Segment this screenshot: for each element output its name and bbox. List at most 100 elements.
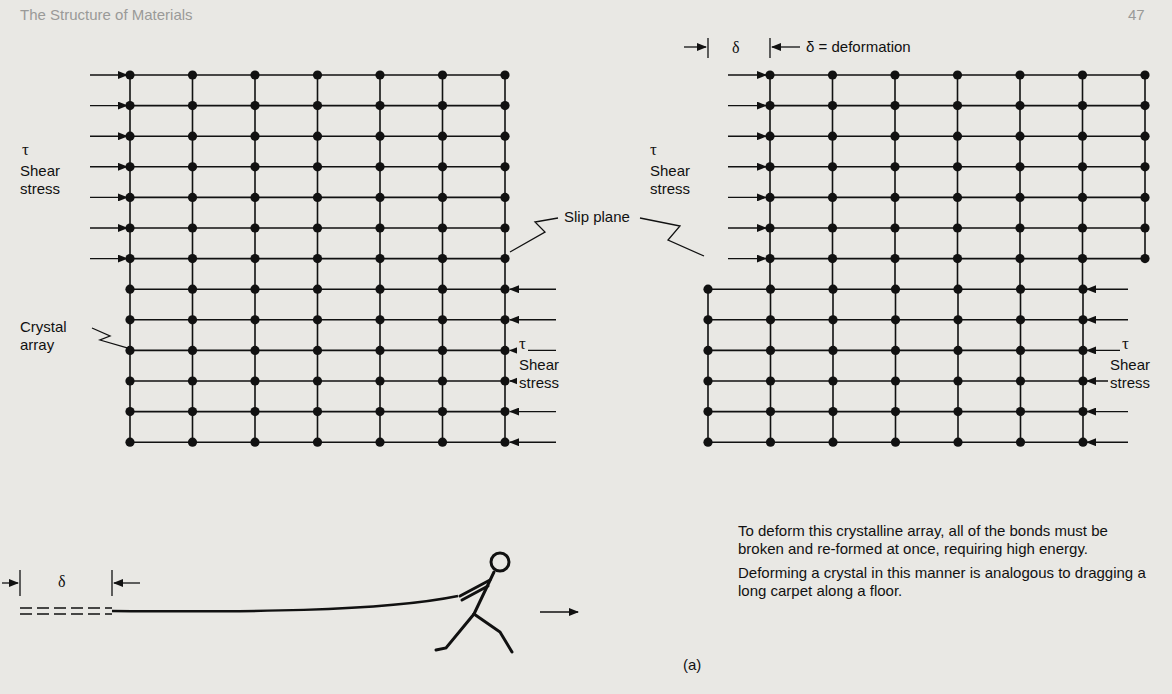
dimension-tick <box>19 570 20 596</box>
atom-dot <box>1140 70 1149 79</box>
dimension-tick <box>111 570 112 596</box>
bond-line <box>895 289 897 442</box>
atom-dot <box>250 285 259 294</box>
atom-dot <box>250 346 259 355</box>
atom-dot <box>500 438 509 447</box>
atom-dot <box>891 346 900 355</box>
atom-dot <box>703 315 712 324</box>
atom-dot <box>188 70 197 79</box>
dimension-tick <box>769 38 770 58</box>
atom-dot <box>375 346 384 355</box>
atom-dot <box>1078 346 1087 355</box>
atom-dot <box>766 438 775 447</box>
atom-dot <box>890 162 899 171</box>
atom-dot <box>313 162 322 171</box>
shear-arrow <box>728 258 766 259</box>
atom-dot <box>828 285 837 294</box>
shear-arrow <box>728 135 766 136</box>
shear-arrow <box>1087 289 1128 290</box>
atom-dot <box>1016 346 1025 355</box>
atom-dot <box>375 315 384 324</box>
atom-dot <box>890 101 899 110</box>
shear-arrow <box>90 135 127 136</box>
atom-dot <box>953 193 962 202</box>
atom-dot <box>1015 162 1024 171</box>
atom-dot <box>125 407 134 416</box>
atom-dot <box>953 162 962 171</box>
atom-dot <box>1078 162 1087 171</box>
shear-arrow <box>510 289 556 290</box>
atom-dot <box>375 376 384 385</box>
atom-dot <box>1015 223 1024 232</box>
shear-symbol: τ <box>22 140 29 160</box>
atom-dot <box>250 254 259 263</box>
shear-arrow <box>728 105 766 106</box>
atom-dot <box>250 438 259 447</box>
atom-dot <box>1140 223 1149 232</box>
atom-dot <box>188 285 197 294</box>
shear-arrow <box>90 166 127 167</box>
atom-dot <box>1078 70 1087 79</box>
atom-dot <box>953 438 962 447</box>
atom-dot <box>375 101 384 110</box>
carpet <box>20 596 458 614</box>
shear-symbol: τ <box>1120 334 1131 354</box>
atom-dot <box>890 223 899 232</box>
crystal-arrays <box>90 70 1150 446</box>
man-head <box>491 553 509 571</box>
bond-line <box>832 289 834 442</box>
atom-dot <box>1078 254 1087 263</box>
atom-dot <box>313 193 322 202</box>
atom-dot <box>125 285 134 294</box>
atom-dot <box>250 132 259 141</box>
bond-line <box>957 289 959 442</box>
atom-dot <box>500 162 509 171</box>
atom-dot <box>375 70 384 79</box>
atom-dot <box>766 315 775 324</box>
atom-dot <box>953 132 962 141</box>
bond-line <box>1082 289 1084 442</box>
atom-dot <box>313 254 322 263</box>
dimension-label: δ <box>732 38 740 57</box>
atom-dot <box>313 70 322 79</box>
note-text: Deforming a crystal in this manner is an… <box>738 564 1148 600</box>
atom-dot <box>1015 132 1024 141</box>
atom-dot <box>890 132 899 141</box>
atom-dot <box>765 101 774 110</box>
atom-dot <box>828 132 837 141</box>
atom-dot <box>953 376 962 385</box>
atom-dot <box>500 132 509 141</box>
atom-dot <box>188 438 197 447</box>
bond-line <box>707 289 709 442</box>
shear-arrow <box>728 227 766 228</box>
shear-arrow <box>90 74 127 75</box>
atom-dot <box>1140 162 1149 171</box>
atom-dot <box>125 376 134 385</box>
atom-dot <box>313 407 322 416</box>
atom-dot <box>1140 132 1149 141</box>
atom-dot <box>828 346 837 355</box>
atom-dot <box>766 376 775 385</box>
atom-dot <box>500 285 509 294</box>
dimension-label: δ = deformation <box>806 38 911 56</box>
atom-dot <box>313 101 322 110</box>
carpet-edge <box>20 613 112 615</box>
atom-dot <box>438 70 447 79</box>
dimension-arrow <box>2 582 18 583</box>
shear-arrow <box>728 166 766 167</box>
shear-label: Shear stress <box>1108 356 1168 392</box>
atom-dot <box>250 162 259 171</box>
atom-dot <box>438 315 447 324</box>
atom-dot <box>375 193 384 202</box>
atom-dot <box>890 193 899 202</box>
bond-line <box>770 289 772 442</box>
atom-dot <box>313 438 322 447</box>
atom-dot <box>500 376 509 385</box>
leader-line <box>640 218 704 256</box>
carpet-pulled <box>112 596 458 611</box>
atom-dot <box>250 315 259 324</box>
dimension-arrow <box>772 46 800 47</box>
atom-dot <box>250 101 259 110</box>
atom-dot <box>313 346 322 355</box>
